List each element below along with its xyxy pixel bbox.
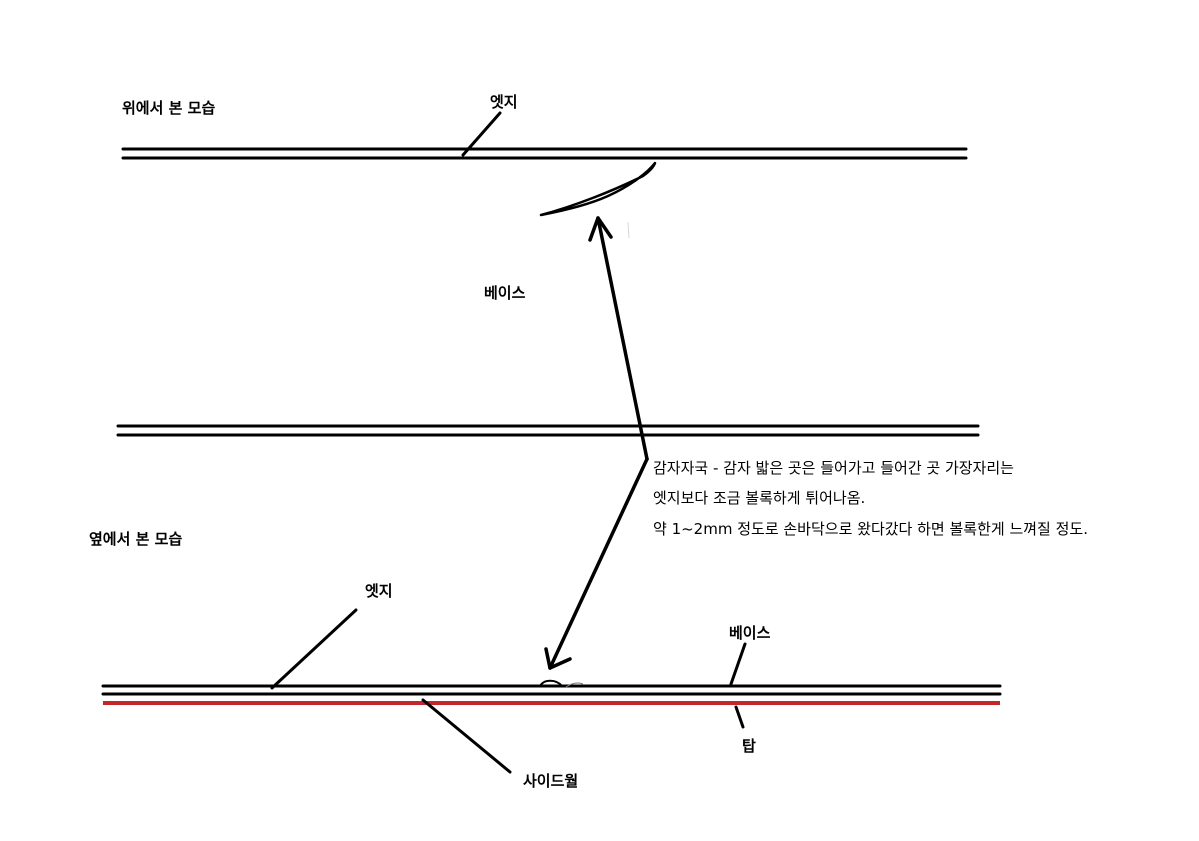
annotation-line-2: 엣지보다 조금 볼록하게 튀어나옴. (653, 489, 865, 507)
side-base-pointer (729, 642, 747, 686)
arrow-upper-segment (596, 216, 649, 461)
arrow-upper-head (588, 216, 613, 242)
side-view-title: 옆에서 본 모습 (89, 530, 182, 548)
side-top-label: 탑 (742, 737, 756, 755)
top-base-label: 베이스 (484, 284, 526, 302)
top-edge-pointer (461, 111, 502, 157)
side-base-label: 베이스 (729, 624, 771, 642)
arrow-lower-head (544, 647, 572, 670)
side-bump-mark (539, 679, 563, 687)
side-edge-label: 엣지 (365, 582, 393, 600)
potato-mark (539, 161, 657, 217)
side-sidewall-label: 사이드월 (523, 772, 578, 790)
side-top-pointer (734, 705, 745, 729)
potato-mark-faint (627, 221, 630, 239)
top-view-title: 위에서 본 모습 (122, 99, 215, 117)
side-bump-mark-faint (565, 682, 584, 688)
arrow-lower-segment (548, 457, 649, 670)
side-edge-pointer (270, 608, 358, 690)
annotation-line-1: 감자자국 - 감자 밟은 곳은 들어가고 들어간 곳 가장자리는 (653, 459, 1014, 477)
side-sidewall-pointer (421, 698, 512, 774)
top-edge-label: 엣지 (490, 93, 518, 111)
annotation-line-3: 약 1~2mm 정도로 손바닥으로 왔다갔다 하면 볼록한게 느껴질 정도. (653, 520, 1088, 538)
